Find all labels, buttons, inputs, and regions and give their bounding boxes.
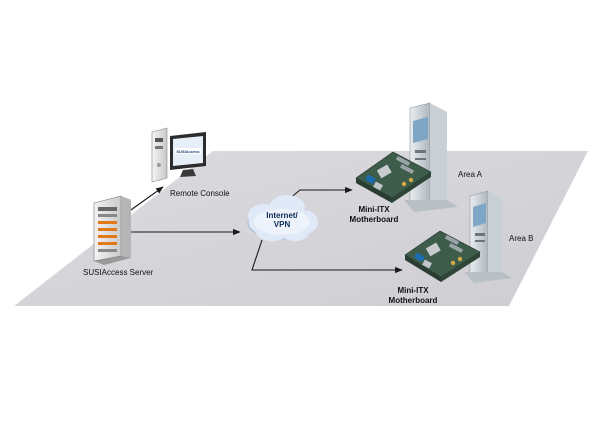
board-b-label-line2: Motherboard [388,296,438,305]
monitor-screen-text: SUSIAccess [176,149,200,154]
connector-server-console [127,186,164,213]
board-a-label-line1: Mini-ITX [358,205,390,214]
area-a-label: Area A [458,170,483,179]
board-a-label-line2: Motherboard [349,215,399,224]
mini-itx-board-area-a [355,151,432,203]
server-label: SUSIAccess Server [83,268,154,277]
susiaccess-server [93,195,131,265]
board-b-label-line1: Mini-ITX [397,286,429,295]
cloud-label-line1: Internet/ [266,211,298,220]
cloud-label-line2: VPN [273,220,291,229]
cloud-label: Internet/ VPN [262,211,302,229]
remote-console-label: Remote Console [170,189,230,198]
internet-cloud [247,195,318,241]
board-b-label: Mini-ITX Motherboard [381,286,445,306]
remote-console-computer: SUSIAccess [151,127,206,183]
connector-cloud-area-b [251,239,403,274]
area-b-label: Area B [509,234,534,243]
mini-itx-board-area-b [404,230,481,282]
board-a-label: Mini-ITX Motherboard [342,205,406,225]
